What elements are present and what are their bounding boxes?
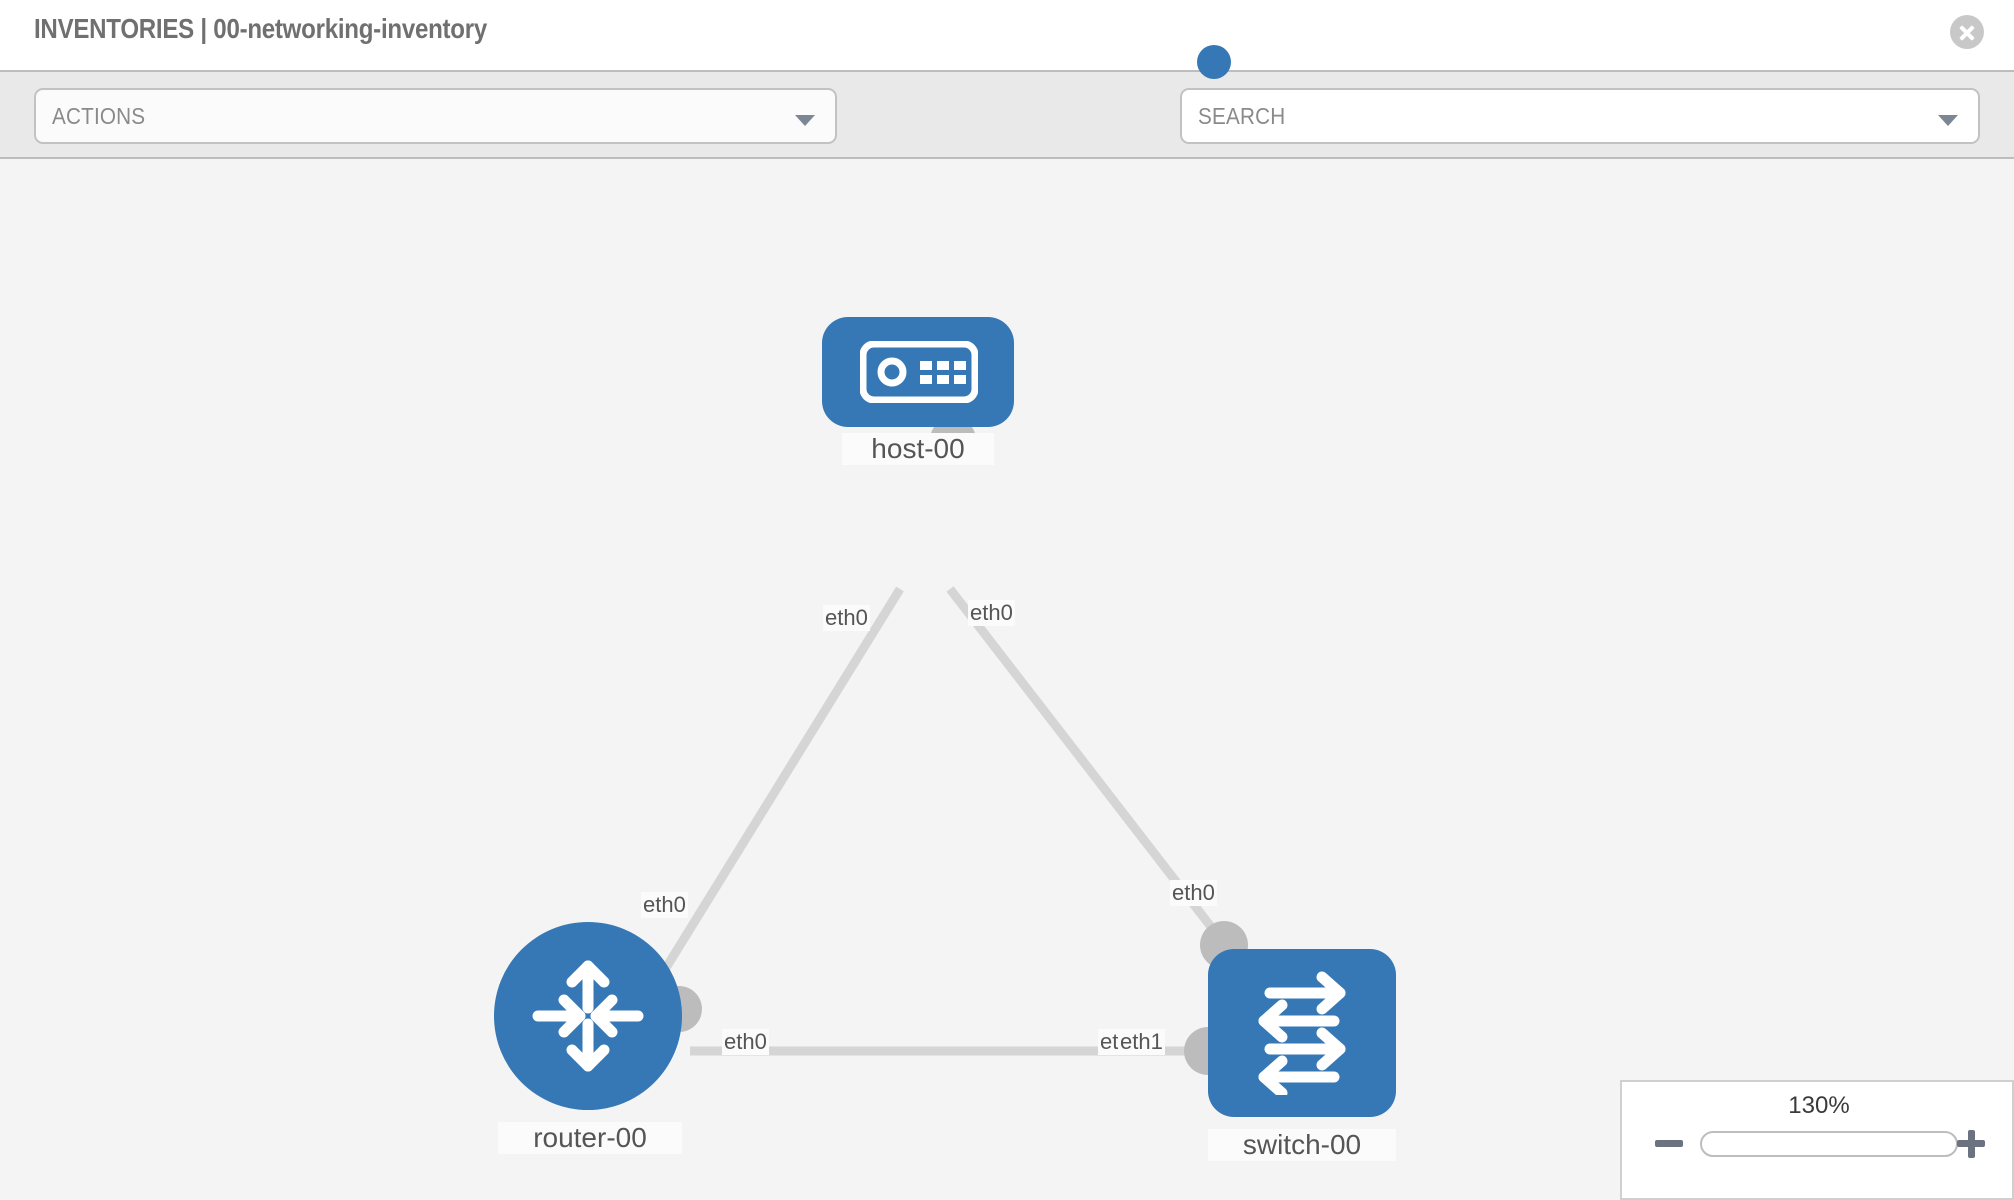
server-icon — [860, 341, 978, 403]
router-node-shape — [494, 922, 682, 1110]
topology-links — [644, 586, 1236, 1056]
switch-arrows-icon — [1258, 971, 1346, 1095]
page-title: INVENTORIES | 00-networking-inventory — [34, 13, 488, 44]
plus-icon[interactable] — [1954, 1126, 1988, 1160]
zoom-slider-thumb[interactable] — [1197, 45, 1231, 79]
search-placeholder: SEARCH — [1198, 103, 1286, 129]
topology-canvas[interactable]: host-00 eth0 eth0 — [0, 159, 2014, 1200]
actions-dropdown[interactable]: ACTIONS — [34, 88, 837, 144]
chevron-down-icon — [795, 115, 815, 126]
switch-node-shape — [1208, 949, 1396, 1117]
node-label-host-00: host-00 — [842, 433, 994, 465]
close-icon[interactable] — [1950, 15, 1984, 49]
edge-label-router-host: eth0 — [641, 892, 688, 918]
actions-dropdown-label: ACTIONS — [52, 103, 146, 129]
edge-label-switch-host: eth0 — [1170, 880, 1217, 906]
search-input[interactable]: SEARCH — [1180, 88, 1980, 144]
zoom-control-panel: 130% — [1620, 1080, 2014, 1200]
page-header: INVENTORIES | 00-networking-inventory — [0, 0, 2014, 70]
router-arrows-icon — [532, 960, 644, 1072]
link-host-router — [644, 586, 904, 1000]
minus-icon[interactable] — [1652, 1126, 1686, 1160]
topology-node-switch-00[interactable]: switch-00 — [1184, 921, 1400, 1189]
zoom-slider-track[interactable] — [1700, 1131, 1958, 1157]
edge-label-router-right: eth0 — [722, 1029, 769, 1055]
topology-node-host-00[interactable]: host-00 — [822, 317, 1014, 517]
host-node-shape — [822, 317, 1014, 427]
chevron-down-icon — [1938, 115, 1958, 126]
edge-label-switch-left-over: eth1 — [1118, 1029, 1165, 1055]
topology-toolbar: ACTIONS SEARCH — [0, 70, 2014, 199]
topology-node-router-00[interactable]: router-00 — [494, 922, 702, 1182]
minus-icon-bar — [1655, 1140, 1683, 1147]
edge-label-host-left: eth0 — [823, 605, 870, 631]
zoom-level-label: 130% — [1788, 1092, 1850, 1119]
node-label-switch-00: switch-00 — [1208, 1129, 1396, 1161]
edge-label-host-right: eth0 — [968, 600, 1015, 626]
plus-icon-bar-v — [1967, 1129, 1975, 1158]
node-label-router-00: router-00 — [498, 1122, 682, 1154]
